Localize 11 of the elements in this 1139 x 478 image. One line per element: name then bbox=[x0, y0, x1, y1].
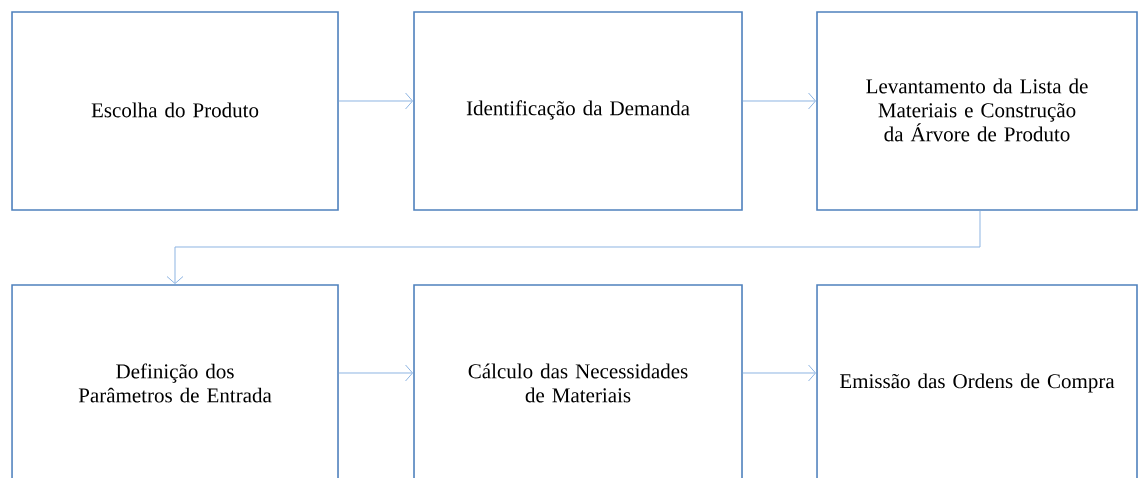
arrow bbox=[338, 92, 414, 110]
arrow bbox=[166, 210, 981, 285]
process-box: Escolha do Produto bbox=[11, 11, 339, 211]
process-box: Levantamento da Lista de Materiais e Construção da Árvore de Produto bbox=[816, 11, 1138, 211]
process-box: Definição dos Parâmetros de Entrada bbox=[11, 284, 339, 478]
arrow bbox=[338, 364, 414, 382]
arrow bbox=[742, 364, 817, 382]
process-box: Cálculo das Necessidades de Materiais bbox=[413, 284, 743, 478]
arrow bbox=[742, 92, 817, 110]
process-box: Identificação da Demanda bbox=[413, 11, 743, 211]
process-box: Emissão das Ordens de Compra bbox=[816, 284, 1138, 478]
